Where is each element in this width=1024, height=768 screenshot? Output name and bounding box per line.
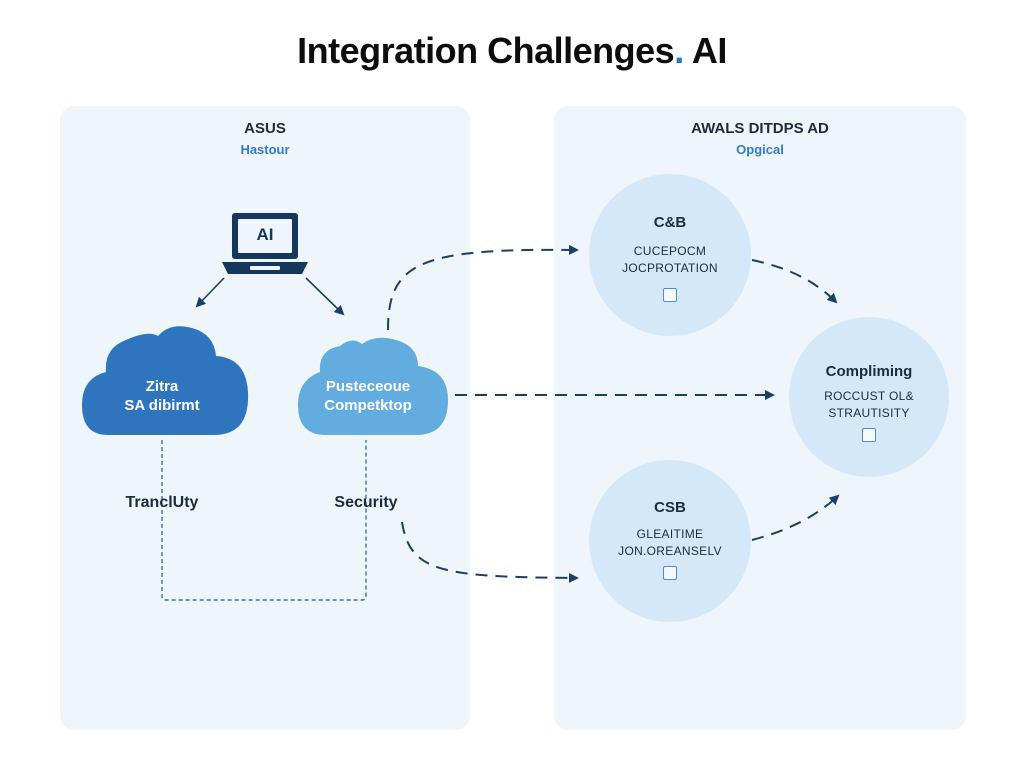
circle-right (789, 317, 949, 477)
page-title: Integration Challenges. AI (0, 30, 1024, 72)
caption-right: Security (334, 494, 398, 511)
cloud-right-line1: Pusteceoue (325, 378, 411, 395)
arrow-to-circle-top (387, 244, 579, 331)
caption-left: TranclUty (125, 494, 199, 511)
cloud-left-shape (82, 326, 249, 435)
cloud-right-line2: Competktop (324, 397, 412, 414)
file-icon (663, 566, 677, 580)
circle-right-line2: STRAUTISITY (828, 406, 910, 420)
arrow-top-to-right (751, 259, 838, 304)
laptop-label: AI (256, 225, 274, 244)
document-icon (862, 428, 876, 442)
cloud-right-shape (298, 337, 448, 435)
arrow-bottom-to-right (751, 494, 840, 541)
circle-top-title: C&B (653, 214, 687, 231)
circle-right-title: Compliming (825, 363, 913, 380)
clipboard-icon (663, 288, 677, 302)
cloud-left-label: Zitra SA dibirmt (92, 377, 232, 415)
cloud-left-line1: Zitra (145, 378, 179, 395)
circle-bottom-line2: JON.OREANSELV (618, 544, 722, 558)
circle-bottom-text: CSB GLEAITIME JON.OREANSELV (595, 499, 745, 560)
arrow-laptop-to-cloud-right (305, 277, 345, 316)
circle-top-line2: JOCPROTATION (622, 261, 718, 275)
title-dot: . (674, 30, 692, 71)
circle-top (589, 174, 751, 336)
right-panel-subtitle: Opgical (736, 142, 784, 157)
circle-bottom-line1: GLEAITIME (636, 527, 704, 541)
circle-right-text: Compliming ROCCUST OL& STRAUTISITY (795, 363, 943, 422)
arrow-to-circle-bottom (401, 521, 579, 583)
circle-bottom (589, 460, 751, 622)
circle-top-line1: CUCEPOCM (633, 244, 707, 258)
right-panel-title: AWALS DITDPS AD (691, 120, 829, 137)
cloud-left-line2: SA dibirmt (124, 397, 200, 414)
title-suffix: AI (691, 30, 728, 71)
circle-right-line1: ROCCUST OL& (824, 389, 914, 403)
laptop-icon (222, 213, 308, 274)
left-panel-title: ASUS (244, 120, 286, 137)
left-panel-subtitle: Hastour (240, 142, 290, 157)
cloud-right-label: Pusteceoue Competktop (300, 377, 436, 415)
circle-bottom-title: CSB (654, 499, 686, 516)
title-main: Integration Challenges (297, 30, 675, 71)
arrow-laptop-to-cloud-left (195, 277, 225, 308)
circle-top-text: C&B CUCEPOCM JOCPROTATION (600, 214, 740, 277)
dashed-connector-clouds (161, 440, 367, 601)
